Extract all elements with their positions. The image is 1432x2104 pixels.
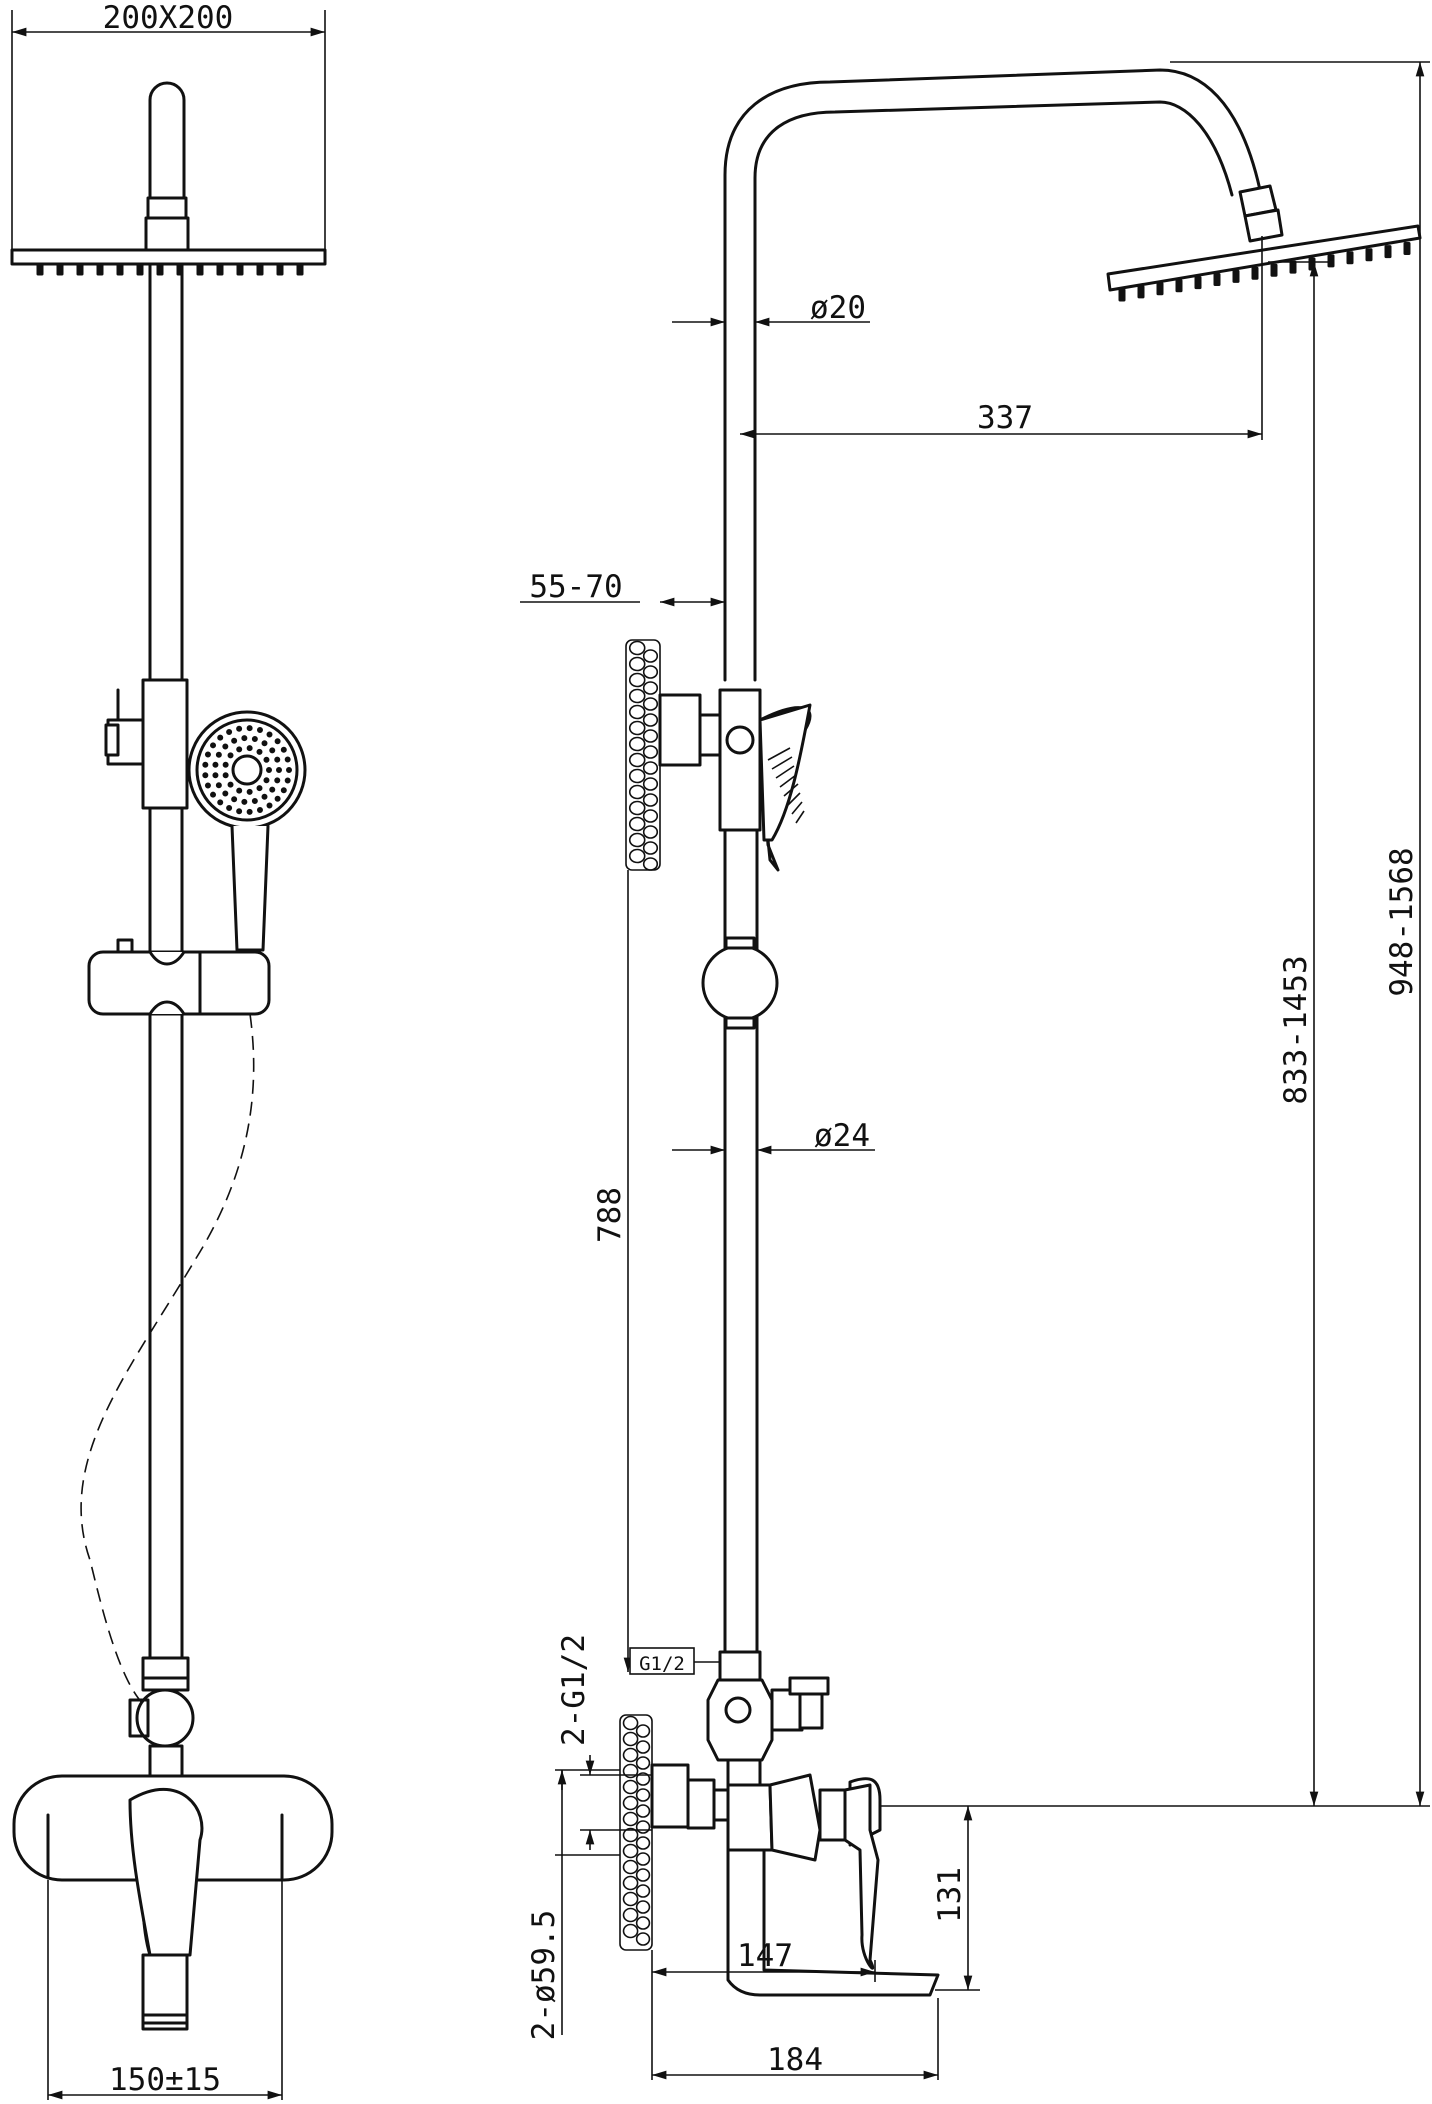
spout-projection-outer-label: 184 bbox=[767, 2042, 823, 2078]
overall-height-range-label: 948-1568 bbox=[1384, 847, 1420, 996]
upper-wall-bracket bbox=[141, 678, 189, 810]
upper-pipe-diameter-label: ø20 bbox=[810, 290, 866, 326]
dual-inlet-thread-label: 2-G1/2 bbox=[556, 1634, 592, 1746]
lower-pipe-diameter-label: ø24 bbox=[814, 1118, 870, 1154]
slide-holder bbox=[87, 938, 271, 1016]
arm-reach-label: 337 bbox=[977, 400, 1033, 436]
inlet-thread-label: G1/2 bbox=[639, 1653, 685, 1675]
mixer-height-range-label: 833-1453 bbox=[1278, 955, 1314, 1104]
front-view: 200X200 bbox=[10, 0, 334, 2100]
wall-clearance-label: 55-70 bbox=[529, 569, 622, 605]
side-view: ø20 337 55-70 ø24 bbox=[520, 61, 1430, 2080]
spout-projection-inner-label: 147 bbox=[737, 1938, 793, 1974]
hand-shower bbox=[187, 710, 307, 952]
mixer-body-front bbox=[12, 1774, 334, 2031]
escutcheon-diameter-label: 2-ø59.5 bbox=[526, 1910, 562, 2041]
base-spacing-label: 150±15 bbox=[109, 2062, 221, 2098]
rain-showerhead bbox=[10, 248, 327, 266]
mixer-to-spout-height-label: 131 bbox=[932, 1867, 968, 1923]
bracket-spacing-label: 788 bbox=[592, 1187, 628, 1243]
showerhead-size-label: 200X200 bbox=[103, 0, 234, 36]
